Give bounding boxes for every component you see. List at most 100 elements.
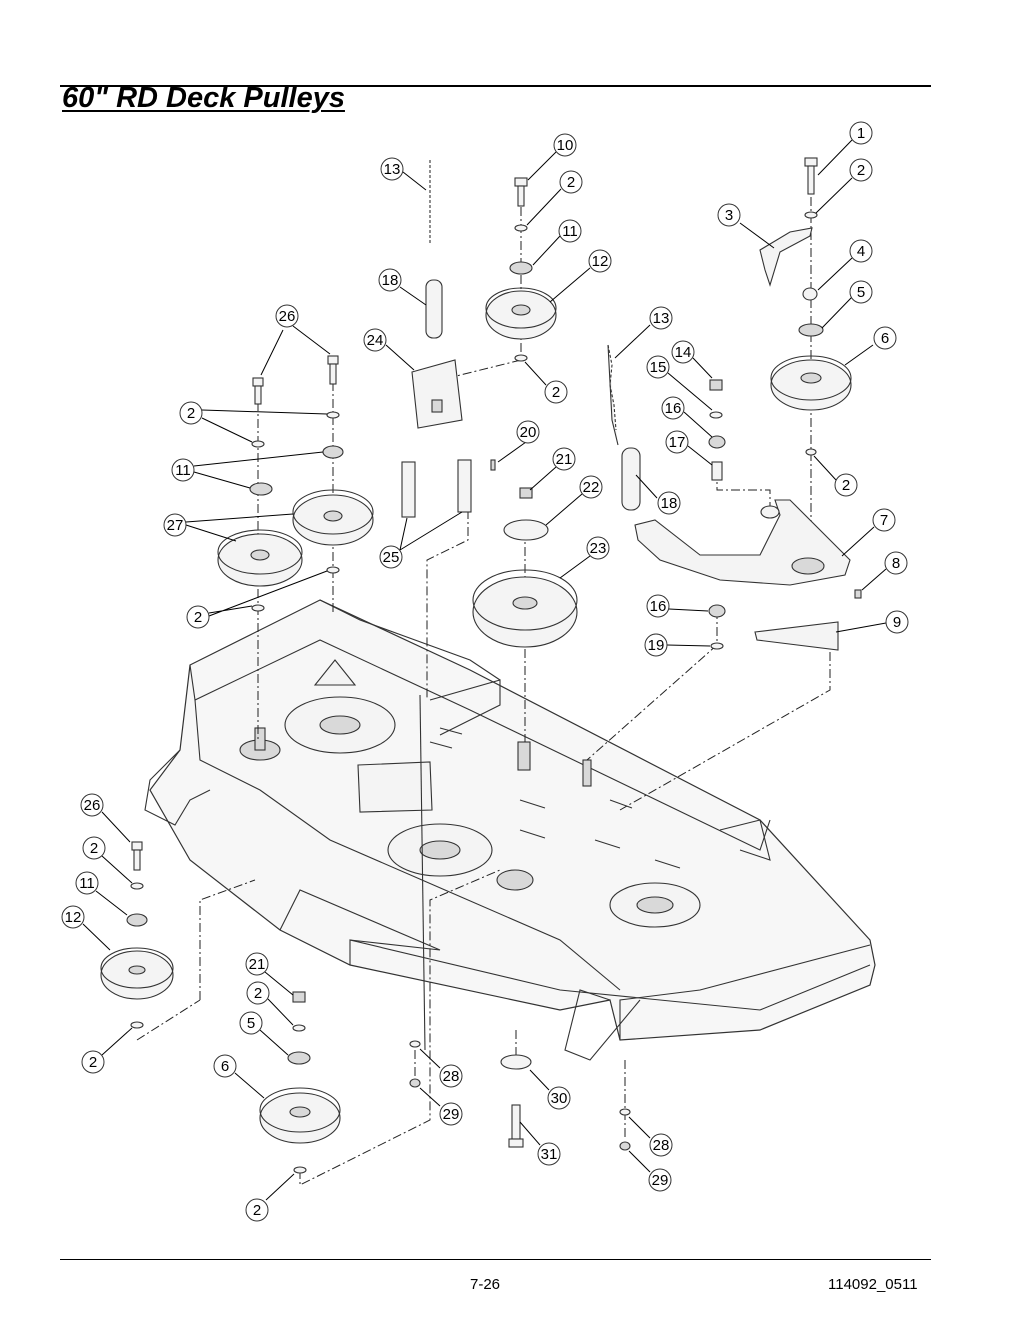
svg-text:2: 2 (552, 384, 560, 401)
document-code: 114092_0511 (828, 1276, 918, 1293)
svg-text:25: 25 (383, 549, 400, 566)
svg-text:20: 20 (520, 424, 537, 441)
svg-text:29: 29 (443, 1106, 460, 1123)
callout-4: 4 (849, 239, 873, 263)
svg-text:9: 9 (893, 614, 901, 631)
callout-31: 31 (537, 1142, 561, 1166)
callout-25: 25 (379, 545, 403, 569)
svg-text:2: 2 (842, 477, 850, 494)
svg-text:26: 26 (84, 797, 101, 814)
callout-5: 5 (239, 1011, 263, 1035)
svg-text:12: 12 (592, 253, 609, 270)
callout-1: 1 (849, 121, 873, 145)
svg-text:13: 13 (384, 161, 401, 178)
svg-text:2: 2 (89, 1054, 97, 1071)
svg-text:2: 2 (857, 162, 865, 179)
svg-text:10: 10 (557, 137, 574, 154)
svg-text:5: 5 (247, 1015, 255, 1032)
callout-11: 11 (558, 219, 582, 243)
callout-20: 20 (516, 420, 540, 444)
svg-text:8: 8 (892, 555, 900, 572)
callout-5: 5 (849, 280, 873, 304)
callout-13: 13 (649, 306, 673, 330)
svg-text:12: 12 (65, 909, 82, 926)
svg-text:11: 11 (79, 875, 95, 892)
callout-11: 11 (75, 871, 99, 895)
svg-text:2: 2 (90, 840, 98, 857)
callout-11: 11 (171, 458, 195, 482)
svg-text:11: 11 (562, 223, 578, 240)
callout-2: 2 (849, 158, 873, 182)
callout-27: 27 (163, 513, 187, 537)
callout-2: 2 (186, 605, 210, 629)
callout-2: 2 (179, 401, 203, 425)
callout-6: 6 (213, 1054, 237, 1078)
callout-28: 28 (439, 1064, 463, 1088)
callout-10: 10 (553, 133, 577, 157)
svg-text:18: 18 (382, 272, 399, 289)
callout-3: 3 (717, 203, 741, 227)
svg-text:4: 4 (857, 243, 865, 260)
svg-text:14: 14 (675, 344, 692, 361)
callout-24: 24 (363, 328, 387, 352)
callout-2: 2 (245, 1198, 269, 1222)
svg-text:13: 13 (653, 310, 670, 327)
callout-2: 2 (81, 1050, 105, 1074)
callout-23: 23 (586, 536, 610, 560)
svg-text:2: 2 (254, 985, 262, 1002)
callout-18: 18 (378, 268, 402, 292)
svg-text:16: 16 (650, 598, 667, 615)
svg-text:11: 11 (175, 462, 191, 479)
callout-2: 2 (834, 473, 858, 497)
svg-text:19: 19 (648, 637, 665, 654)
svg-text:30: 30 (551, 1090, 568, 1107)
callout-13: 13 (380, 157, 404, 181)
svg-text:1: 1 (857, 125, 865, 142)
svg-text:17: 17 (669, 434, 686, 451)
svg-text:18: 18 (661, 495, 678, 512)
page-title: 60" RD Deck Pulleys (62, 82, 345, 114)
svg-text:5: 5 (857, 284, 865, 301)
svg-text:28: 28 (443, 1068, 460, 1085)
callout-14: 14 (671, 340, 695, 364)
callout-2: 2 (559, 170, 583, 194)
svg-text:21: 21 (249, 956, 266, 973)
callout-28: 28 (649, 1133, 673, 1157)
callout-8: 8 (884, 551, 908, 575)
callout-16: 16 (661, 396, 685, 420)
svg-text:6: 6 (221, 1058, 229, 1075)
svg-text:3: 3 (725, 207, 733, 224)
right-idler-assembly (607, 157, 862, 651)
callout-2: 2 (246, 981, 270, 1005)
mower-deck-housing (144, 599, 876, 1061)
callout-2: 2 (82, 836, 106, 860)
svg-text:26: 26 (279, 308, 296, 325)
callout-12: 12 (588, 249, 612, 273)
callout-26: 26 (275, 304, 299, 328)
callout-16: 16 (646, 594, 670, 618)
callout-26: 26 (80, 793, 104, 817)
svg-text:29: 29 (652, 1172, 669, 1189)
bottom-idler-assembly (259, 991, 341, 1174)
svg-text:31: 31 (541, 1146, 558, 1163)
bottom-hardware (409, 1040, 631, 1151)
callout-15: 15 (646, 355, 670, 379)
callout-6: 6 (873, 326, 897, 350)
svg-text:23: 23 (590, 540, 607, 557)
svg-text:16: 16 (665, 400, 682, 417)
svg-text:21: 21 (556, 451, 573, 468)
callout-21: 21 (245, 952, 269, 976)
svg-text:15: 15 (650, 359, 667, 376)
callout-29: 29 (439, 1102, 463, 1126)
left-upper-pulleys (217, 355, 374, 612)
svg-text:7: 7 (880, 512, 888, 529)
bottom-rule (60, 1259, 931, 1260)
svg-text:2: 2 (253, 1202, 261, 1219)
callout-19: 19 (644, 633, 668, 657)
callout-29: 29 (648, 1168, 672, 1192)
callout-2: 2 (544, 380, 568, 404)
leader-lines (82, 139, 887, 1201)
top-rule (60, 85, 931, 87)
svg-text:6: 6 (881, 330, 889, 347)
